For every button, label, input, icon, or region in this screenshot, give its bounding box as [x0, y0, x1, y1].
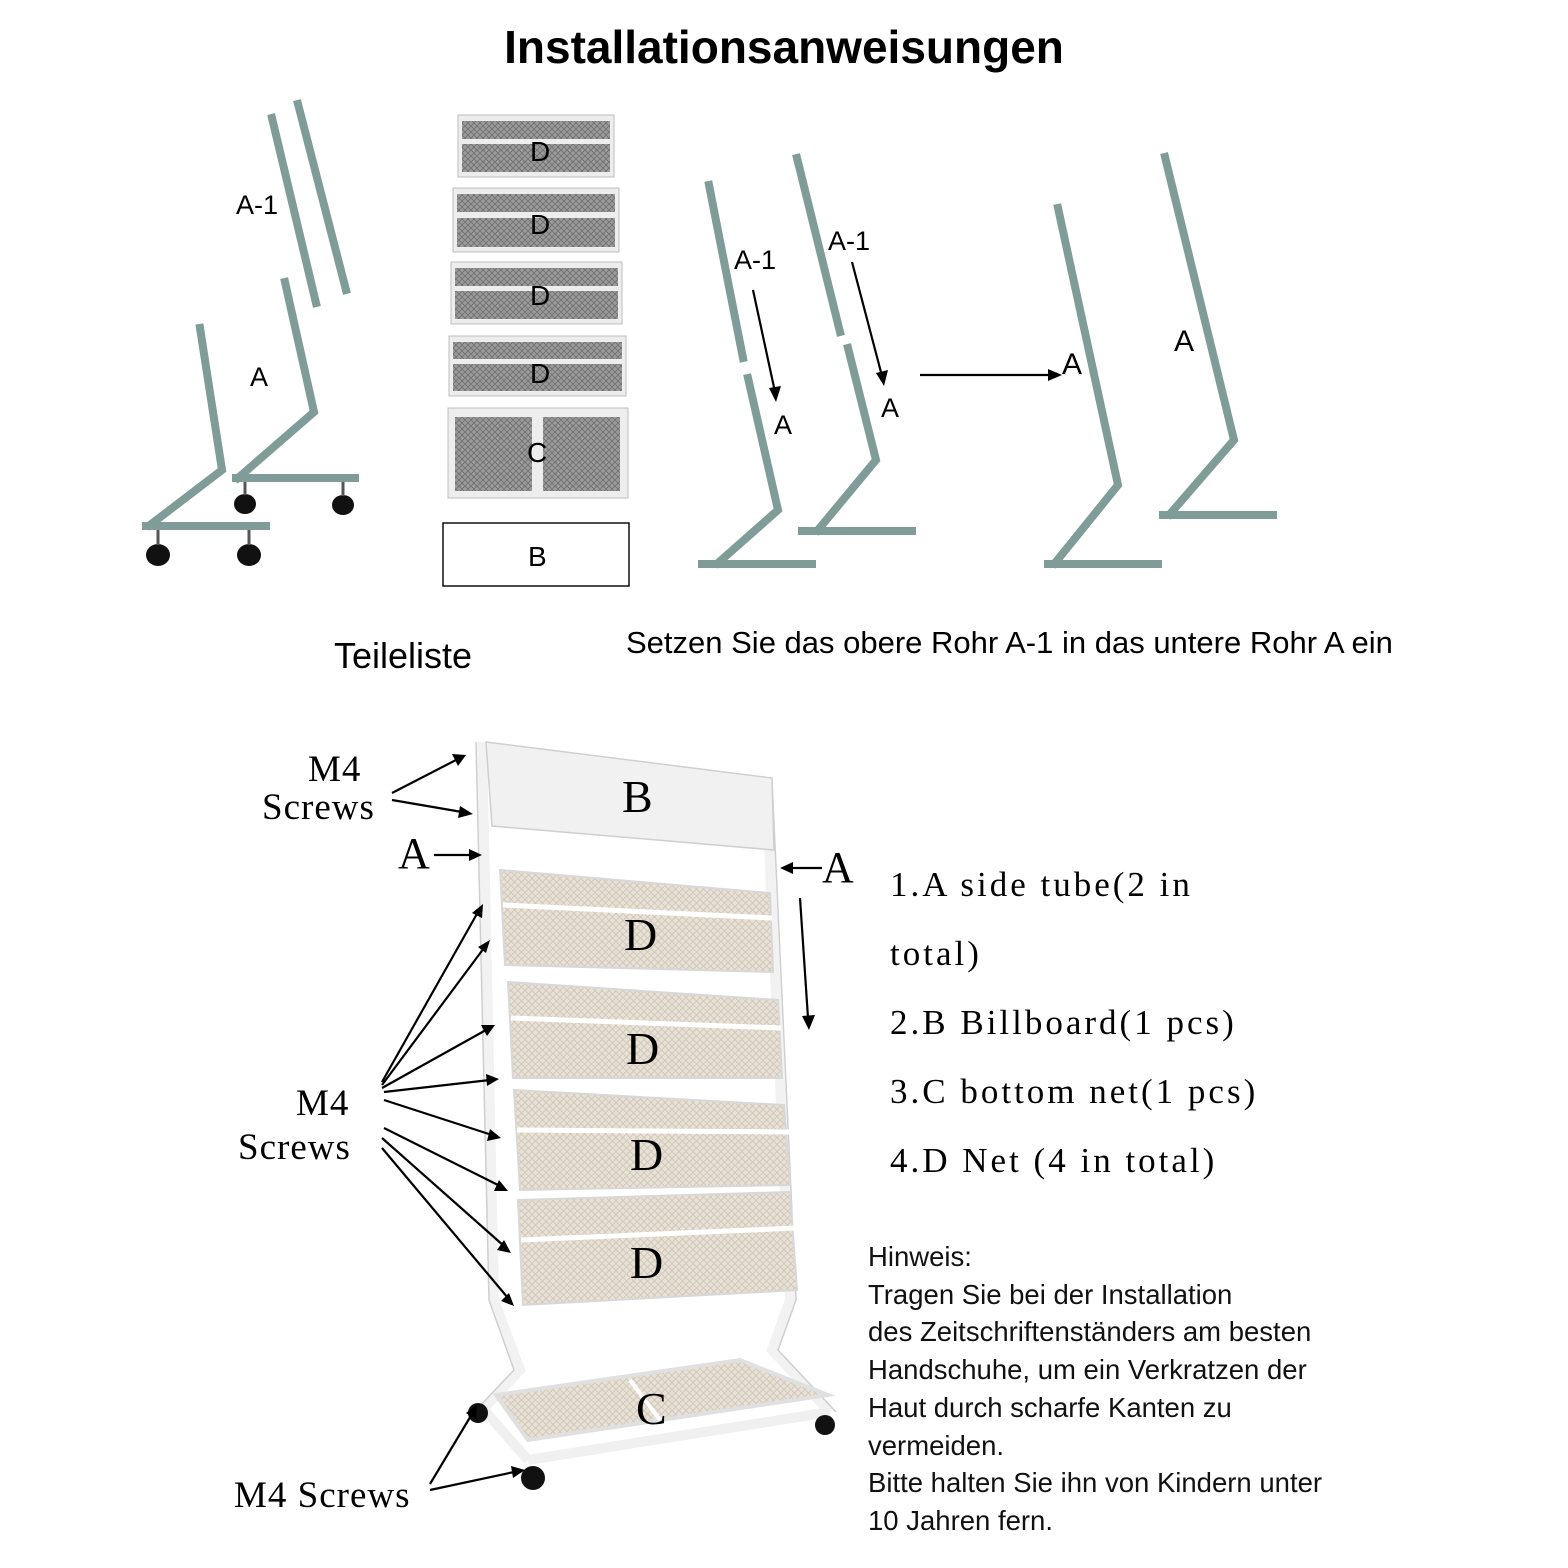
- lower-tube-a-right: [232, 277, 319, 484]
- stand-label-net-3: D: [630, 1129, 664, 1180]
- net-panel-d-1: [457, 114, 615, 178]
- bottom-net-c: [447, 407, 629, 499]
- label-bottom-net-c: C: [527, 437, 548, 468]
- step-lower-tube-right: [812, 343, 881, 536]
- step-upper-tube-left: [704, 180, 748, 363]
- step-label-upper-tube-left: A-1: [734, 245, 777, 275]
- note-line: Bitte halten Sie ihn von Kindern unter: [868, 1467, 1323, 1499]
- screws-top-label-line2: Screws: [262, 787, 375, 828]
- screws-bottom-label: M4 Screws: [234, 1475, 411, 1516]
- label-billboard-b: B: [528, 541, 547, 572]
- assembled-label-tube-left: A: [1062, 348, 1083, 381]
- stand-side-tube-left: [477, 741, 526, 1412]
- parts-legend: 1.A side tube(2 in total) 2.B Billboard(…: [890, 850, 1258, 1195]
- stand-bottom-net-c: [492, 1357, 836, 1443]
- step-label-lower-tube-right: A: [881, 393, 900, 423]
- stand-label-side-tube-right: A: [822, 843, 854, 892]
- parts-tubes-group: [142, 99, 359, 566]
- assembled-tube-left: [1049, 203, 1123, 569]
- insert-instruction-caption: Setzen Sie das obere Rohr A-1 in das unt…: [626, 625, 1393, 660]
- legend-item: 2.B Billboard(1 pcs): [890, 1003, 1237, 1042]
- note-line: Tragen Sie bei der Installation: [868, 1278, 1233, 1310]
- step-label-upper-tube-right: A-1: [828, 226, 871, 256]
- billboard-b: [442, 522, 630, 587]
- stand-net-d-1: [498, 868, 775, 974]
- note-line: Handschuhe, um ein Verkratzen der: [868, 1354, 1307, 1386]
- label-net-d-1: D: [530, 136, 551, 167]
- lower-tube-a-left: [144, 323, 227, 531]
- stand-label-net-4: D: [630, 1237, 664, 1288]
- upper-tube-a1-left: [267, 113, 321, 308]
- caster-wheels-icon: [146, 482, 354, 566]
- step-label-lower-tube-left: A: [774, 410, 793, 440]
- parts-shelves-group: [442, 114, 630, 587]
- step-upper-tube-right: [792, 153, 845, 337]
- legend-item: total): [890, 934, 982, 973]
- stand-label-net-2: D: [626, 1023, 660, 1074]
- stand-net-d-2: [506, 980, 784, 1079]
- note-line: des Zeitschriftenständers am besten: [868, 1316, 1312, 1348]
- insertion-steps-group: [698, 152, 1277, 569]
- label-upper-tube: A-1: [236, 190, 279, 220]
- step-lower-tube-left: [712, 373, 783, 569]
- note-line: vermeiden.: [868, 1429, 1005, 1461]
- stand-label-billboard: B: [622, 771, 653, 822]
- screws-mid-label-line2: Screws: [238, 1127, 351, 1168]
- stand-side-tube-right: [761, 779, 834, 1416]
- stand-net-d-4: [516, 1190, 799, 1307]
- note-heading: Hinweis:: [868, 1241, 972, 1272]
- net-panel-d-4: [448, 335, 627, 397]
- label-net-d-4: D: [530, 358, 551, 389]
- stand-label-net-1: D: [624, 909, 658, 960]
- screws-top-label-line1: M4: [308, 749, 362, 790]
- stand-net-d-3: [512, 1088, 792, 1192]
- page-title: Installationsanweisungen: [504, 21, 1064, 73]
- note-line: Haut durch scharfe Kanten zu: [868, 1391, 1232, 1423]
- legend-item: 3.C bottom net(1 pcs): [890, 1072, 1259, 1111]
- note-line: 10 Jahren fern.: [868, 1504, 1053, 1536]
- label-lower-tube: A: [250, 362, 269, 392]
- net-panel-d-2: [452, 187, 620, 253]
- stand-label-bottom-net: C: [636, 1383, 667, 1434]
- legend-item: 4.D Net (4 in total): [890, 1141, 1218, 1180]
- assembled-tube-right: [1160, 152, 1239, 520]
- screws-mid-label-line1: M4: [296, 1083, 350, 1124]
- upper-tube-a1-right: [293, 99, 351, 295]
- label-net-d-2: D: [530, 209, 551, 240]
- legend-item: 1.A side tube(2 in: [890, 865, 1193, 904]
- parts-list-caption: Teileliste: [334, 635, 473, 676]
- assembled-stand: [381, 741, 837, 1492]
- net-panel-d-3: [450, 261, 623, 325]
- assembled-label-tube-right: A: [1174, 325, 1195, 358]
- stand-label-side-tube-left: A: [398, 829, 430, 878]
- stand-billboard-b: [485, 741, 775, 851]
- safety-note: Hinweis: Tragen Sie bei der Installation…: [868, 1238, 1322, 1540]
- label-net-d-3: D: [530, 280, 551, 311]
